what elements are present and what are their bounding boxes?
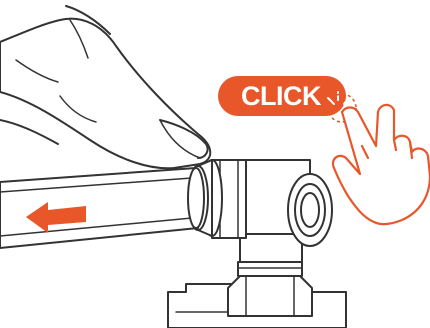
push-fitting-icon xyxy=(188,160,332,262)
tube-icon xyxy=(0,168,204,248)
pointing-hand-icon xyxy=(333,105,430,224)
click-badge-label: CLICK xyxy=(222,78,340,114)
finger-icon xyxy=(0,6,210,168)
hex-nut-icon xyxy=(228,262,312,316)
